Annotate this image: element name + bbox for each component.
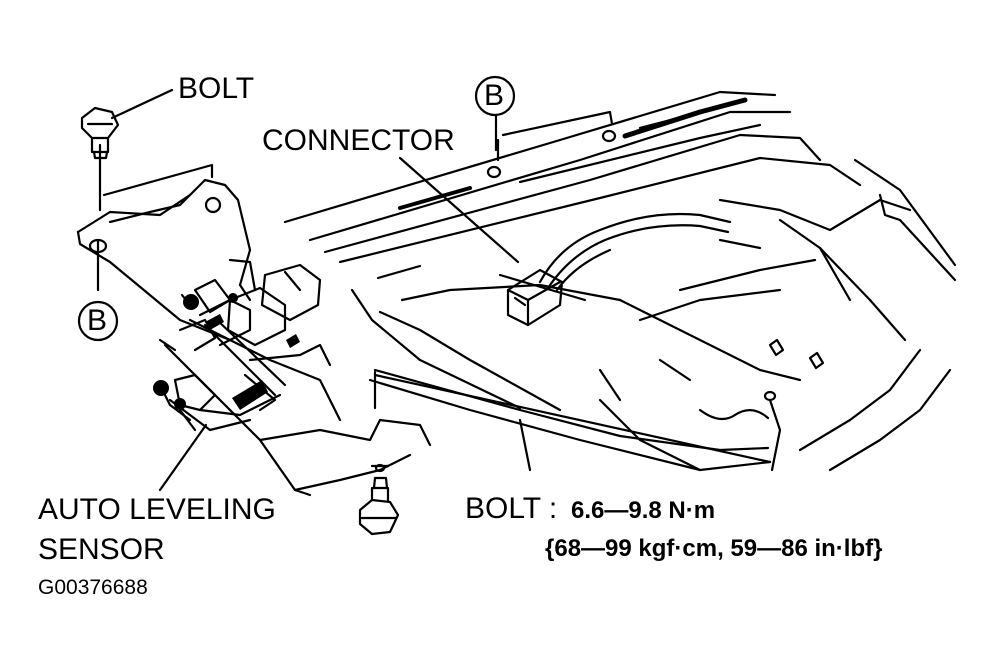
marker-b-left-label: B [87,304,108,337]
top-bolt [80,106,120,160]
leader-lines [110,88,520,492]
dark-details [153,293,300,410]
marker-b-top [474,75,516,117]
torque-value: 6.6—9.8 N·m [571,497,716,524]
sensor-bracket [76,178,252,342]
connector-harness [506,212,732,327]
bottom-bolt [358,463,400,536]
body-panel [283,90,957,472]
torque-alt-units: {68—99 kgf·cm, 59—86 in·lbf} [545,535,883,562]
bolt-top-label: BOLT [178,72,255,105]
marker-b-top-label: B [484,79,505,112]
torque-label: BOLT : [465,492,558,525]
auto-leveling-label-line1: AUTO LEVELING [38,493,276,526]
alignment-lines [96,110,772,464]
marker-b-left [77,300,119,342]
auto-leveling-label-line2: SENSOR [38,533,165,566]
connector-label: CONNECTOR [262,124,455,157]
figure-code: G00376688 [38,576,148,599]
